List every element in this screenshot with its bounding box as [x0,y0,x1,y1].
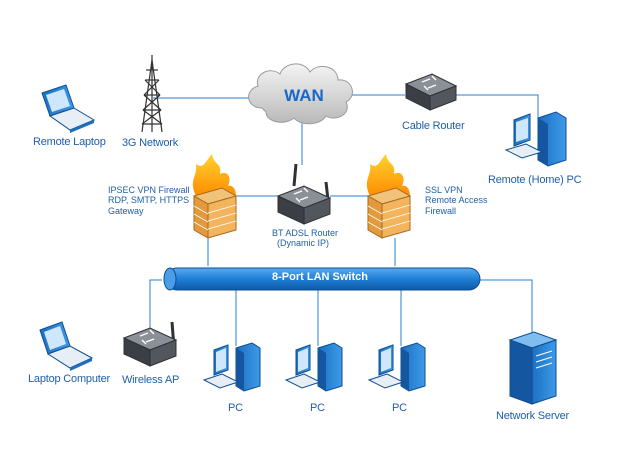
pc1-label: PC [228,402,243,414]
remote-laptop-label: Remote Laptop [33,136,106,148]
cable-router-icon [404,73,458,111]
firewall-left-icon [192,154,238,239]
firewall-left-line1: IPSEC VPN Firewall [108,185,190,195]
wireless-ap-icon [122,321,178,367]
lan-switch-label: 8-Port LAN Switch [272,271,368,283]
firewall-left-label: IPSEC VPN Firewall RDP, SMTP, HTTPS Gate… [108,185,190,216]
laptop-computer-icon [39,321,94,371]
remote-pc-label: Remote (Home) PC [488,174,582,186]
laptop-computer-label: Laptop Computer [28,373,110,385]
remote-laptop-icon [41,84,96,133]
pc2-icon [284,342,343,392]
lan-switch-icon [163,267,481,291]
firewall-right-line2: Remote Access [425,195,488,206]
connection-lines [149,94,539,346]
line-switch-wireless-ap [149,279,162,330]
adsl-router-icon [276,163,332,225]
line-switch-server [478,279,533,333]
firewall-right-line3: Firewall [425,205,457,216]
firewall-left-line2: RDP, SMTP, HTTPS [108,195,190,206]
firewall-left-line3: Gateway [108,205,144,216]
firewall-right-line1: SSL VPN [425,185,463,195]
firewall-right-icon [366,154,412,239]
adsl-router-line2: (Dynamic IP) [276,238,329,249]
pc2-label: PC [310,402,325,414]
network-server-label: Network Server [496,410,569,422]
line-cable-router-remote-pc [453,94,539,118]
cable-router-label: Cable Router [402,120,465,132]
wireless-ap-label: Wireless AP [122,374,180,386]
network-server-icon [508,331,558,405]
pc3-icon [367,342,426,392]
adsl-router-label: BT ADSL Router (Dynamic IP) [272,228,339,249]
remote-pc-icon [504,111,567,167]
cell-tower-icon [141,55,163,133]
pc1-icon [202,342,261,392]
3g-network-label: 3G Network [122,137,179,149]
pc3-label: PC [392,402,407,414]
adsl-router-line1: BT ADSL Router [272,228,339,238]
firewall-right-label: SSL VPN Remote Access Firewall [425,185,488,216]
wan-label: WAN [284,86,324,105]
wan-cloud-icon [248,63,353,125]
